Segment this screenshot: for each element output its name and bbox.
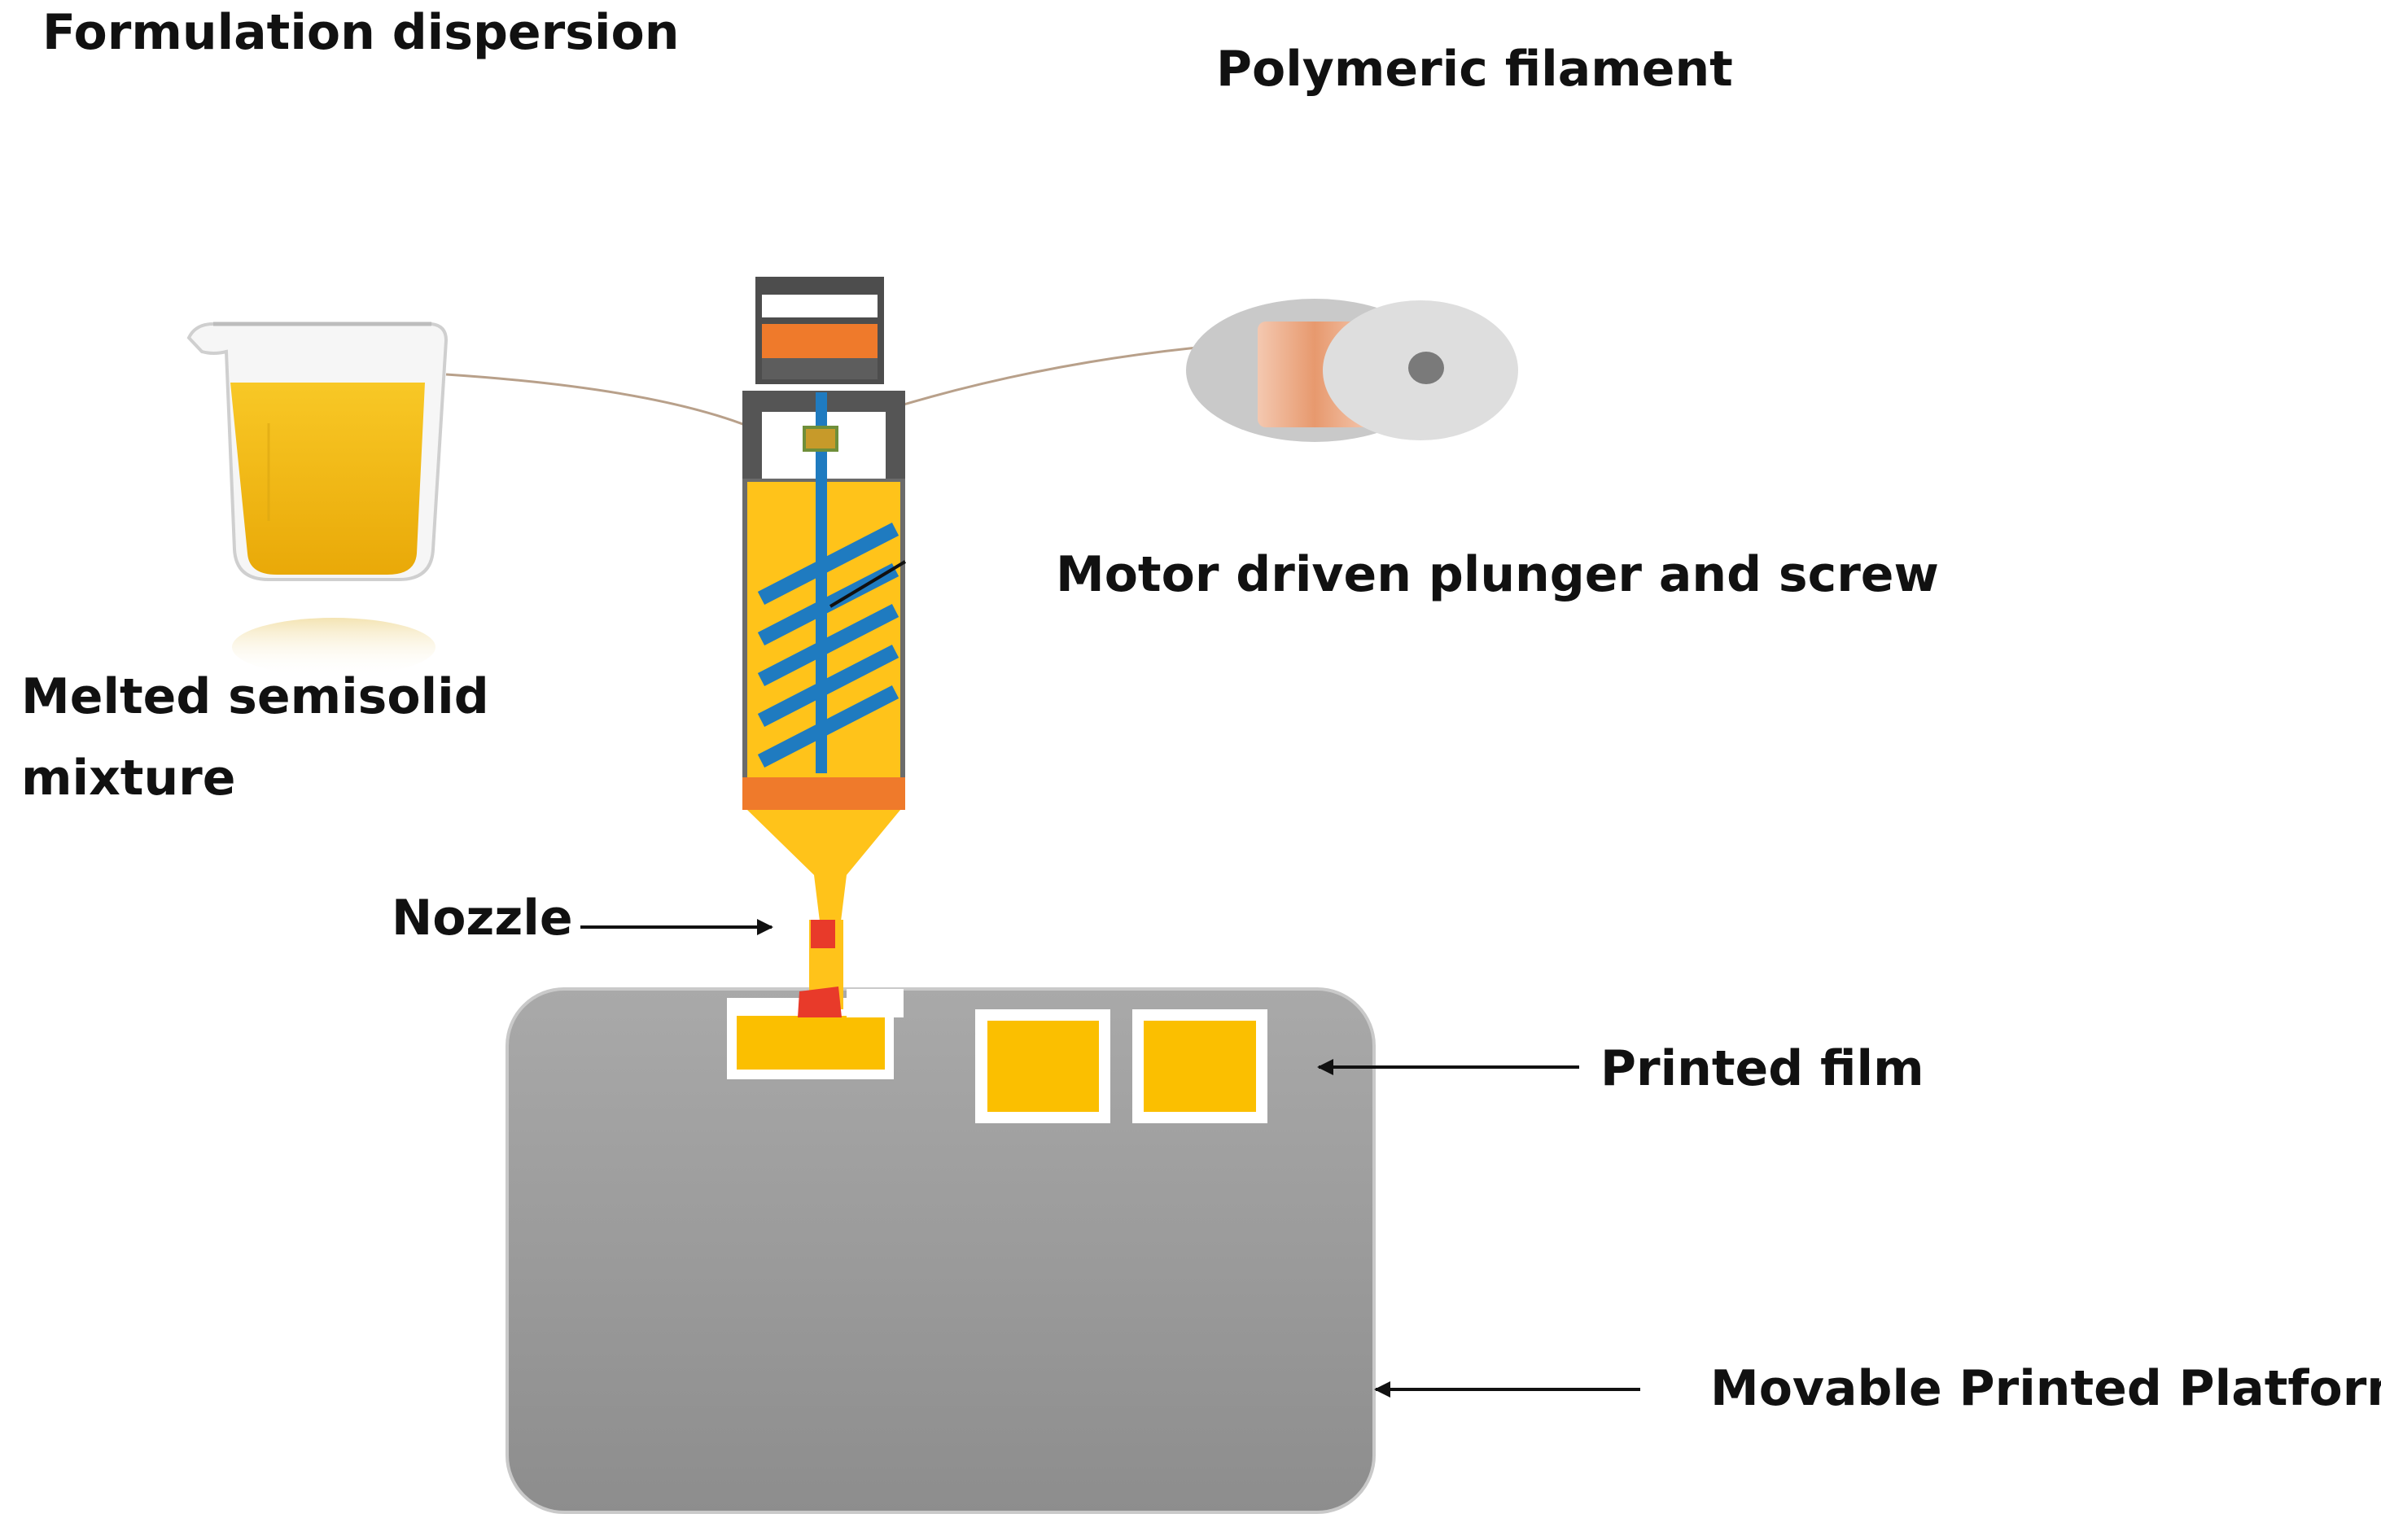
beaker-icon — [186, 322, 449, 676]
melted-mixture-label-line2: mixture — [21, 750, 235, 807]
filament-spool-icon — [1186, 299, 1518, 442]
connector-line-beaker — [445, 373, 758, 431]
melted-mixture-label-line1: Melted semisolid — [21, 668, 489, 725]
printed-film-label: Printed film — [1600, 1040, 1924, 1097]
motor-driven-label: Motor driven plunger and screw — [1056, 546, 1939, 603]
screw-flights — [757, 522, 899, 768]
syringe-extruder-icon — [742, 277, 907, 1017]
polymeric-filament-label: Polymeric filament — [1216, 41, 1733, 98]
movable-platform-label: Movable Printed Platform — [1710, 1360, 2381, 1417]
nozzle-label: Nozzle — [392, 890, 573, 947]
formulation-dispersion-label: Formulation dispersion — [42, 4, 679, 61]
